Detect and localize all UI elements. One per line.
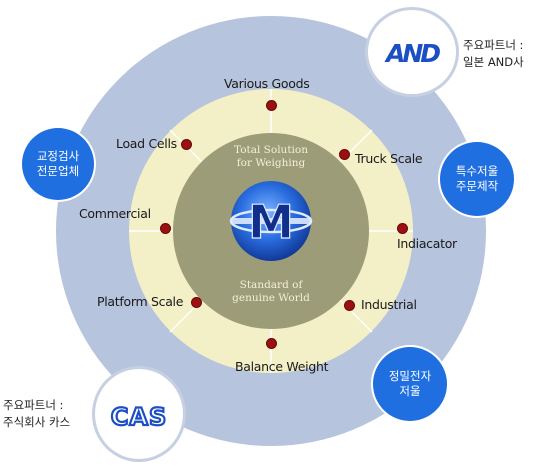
partner-and-text: 주요파트너 : 일본 AND사 [463,37,524,71]
hub-logo-letter: M [248,195,294,249]
product-label-various-goods: Various Goods [224,76,310,91]
dot-platform-scale [191,297,202,308]
product-label-load-cells: Load Cells [116,136,177,151]
bubble-calibration-line1: 교정검사 [36,149,80,163]
partner-cas-text: 주요파트너 : 주식회사 카스 [3,397,70,431]
product-label-balance-weight: Balance Weight [235,359,329,374]
bubble-precision-line2: 저울 [399,384,421,398]
dot-load-cells [181,139,192,150]
bubble-precision-line1: 정밀전자 [388,369,432,383]
bubble-custom-scale-line2: 주문제작 [455,179,499,193]
product-label-platform-scale: Platform Scale [97,294,184,309]
partner-cas-circle: CAS [92,366,186,462]
bubble-calibration: 교정검사 전문업체 [22,128,94,200]
bubble-custom-scale-line1: 특수저울 [455,164,499,178]
dot-truck-scale [339,149,350,160]
dot-balance-weight [266,338,277,349]
bubble-calibration-line2: 전문업체 [36,164,80,178]
cas-logo: CAS [110,402,168,432]
hub-bottom-text-line1: Standard of [239,279,303,291]
and-logo: AND [384,39,443,68]
partner-cas-line1: 주요파트너 : [3,398,64,412]
bubble-precision: 정밀전자 저울 [373,347,447,421]
dot-indiacator [397,223,408,234]
partner-and-circle: AND [365,7,459,97]
and-logo-text: AND [384,39,440,68]
product-label-industrial: Industrial [361,297,417,312]
cas-logo-text: CAS [111,403,167,431]
partner-and-line1: 주요파트너 : [463,38,524,52]
dot-industrial [344,300,355,311]
partner-and-line2: 일본 AND사 [463,55,524,69]
bubble-custom-scale: 특수저울 주문제작 [440,142,514,216]
hub-top-text-line1: Total Solution [234,144,308,156]
dot-various-goods [266,100,277,111]
product-label-indiacator: Indiacator [397,236,457,251]
hub-logo: M [229,181,313,261]
dot-commercial [160,223,171,234]
product-label-commercial: Commercial [79,206,151,221]
hub-bottom-text: Standard of genuine World [211,279,331,305]
hub-top-text-line2: for Weighing [236,157,306,169]
partner-cas-line2: 주식회사 카스 [3,415,71,429]
hub-top-text: Total Solution for Weighing [211,144,331,170]
hub-bottom-text-line2: genuine World [232,292,310,304]
product-label-truck-scale: Truck Scale [355,151,423,166]
